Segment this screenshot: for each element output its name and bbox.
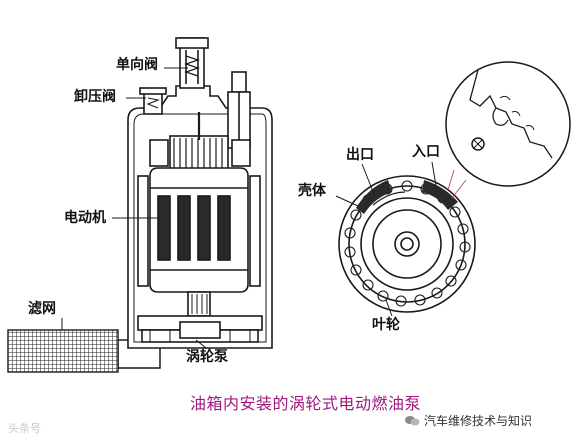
- label-outlet: 出口: [346, 147, 374, 163]
- electrical-connector: [227, 71, 251, 149]
- turbine-pump-section: [137, 315, 263, 343]
- label-relief-valve: 卸压阀: [74, 89, 116, 105]
- magnified-detail: [445, 61, 571, 199]
- label-filter: 滤网: [28, 301, 56, 317]
- label-turbine-pump: 涡轮泵: [186, 349, 228, 365]
- commutator: [149, 135, 251, 171]
- check-valve: [175, 37, 209, 89]
- label-inlet: 入口: [412, 144, 440, 160]
- watermark-right: 汽车维修技术与知识: [404, 412, 532, 429]
- watermark-right-text: 汽车维修技术与知识: [424, 414, 533, 428]
- motor-armature: [137, 167, 261, 293]
- diagram-caption: 油箱内安装的涡轮式电动燃油泵: [190, 394, 422, 413]
- label-impeller: 叶轮: [372, 317, 400, 333]
- inlet-port: [422, 180, 458, 210]
- label-housing: 壳体: [298, 183, 326, 199]
- relief-valve: [139, 87, 167, 115]
- pump-housing-circle: [338, 175, 476, 313]
- watermark-left: 头条号: [8, 422, 41, 435]
- filter-screen: [7, 329, 119, 373]
- label-check-valve: 单向阀: [116, 57, 158, 73]
- pump-housing: [127, 85, 273, 349]
- leader-lines-left: [61, 67, 207, 349]
- label-motor: 电动机: [64, 210, 106, 226]
- impeller-view: [338, 175, 476, 313]
- pump-cross-section: [117, 37, 273, 369]
- wechat-icon: [405, 415, 420, 425]
- outlet-port: [356, 180, 392, 214]
- leader-lines-right: [335, 161, 437, 317]
